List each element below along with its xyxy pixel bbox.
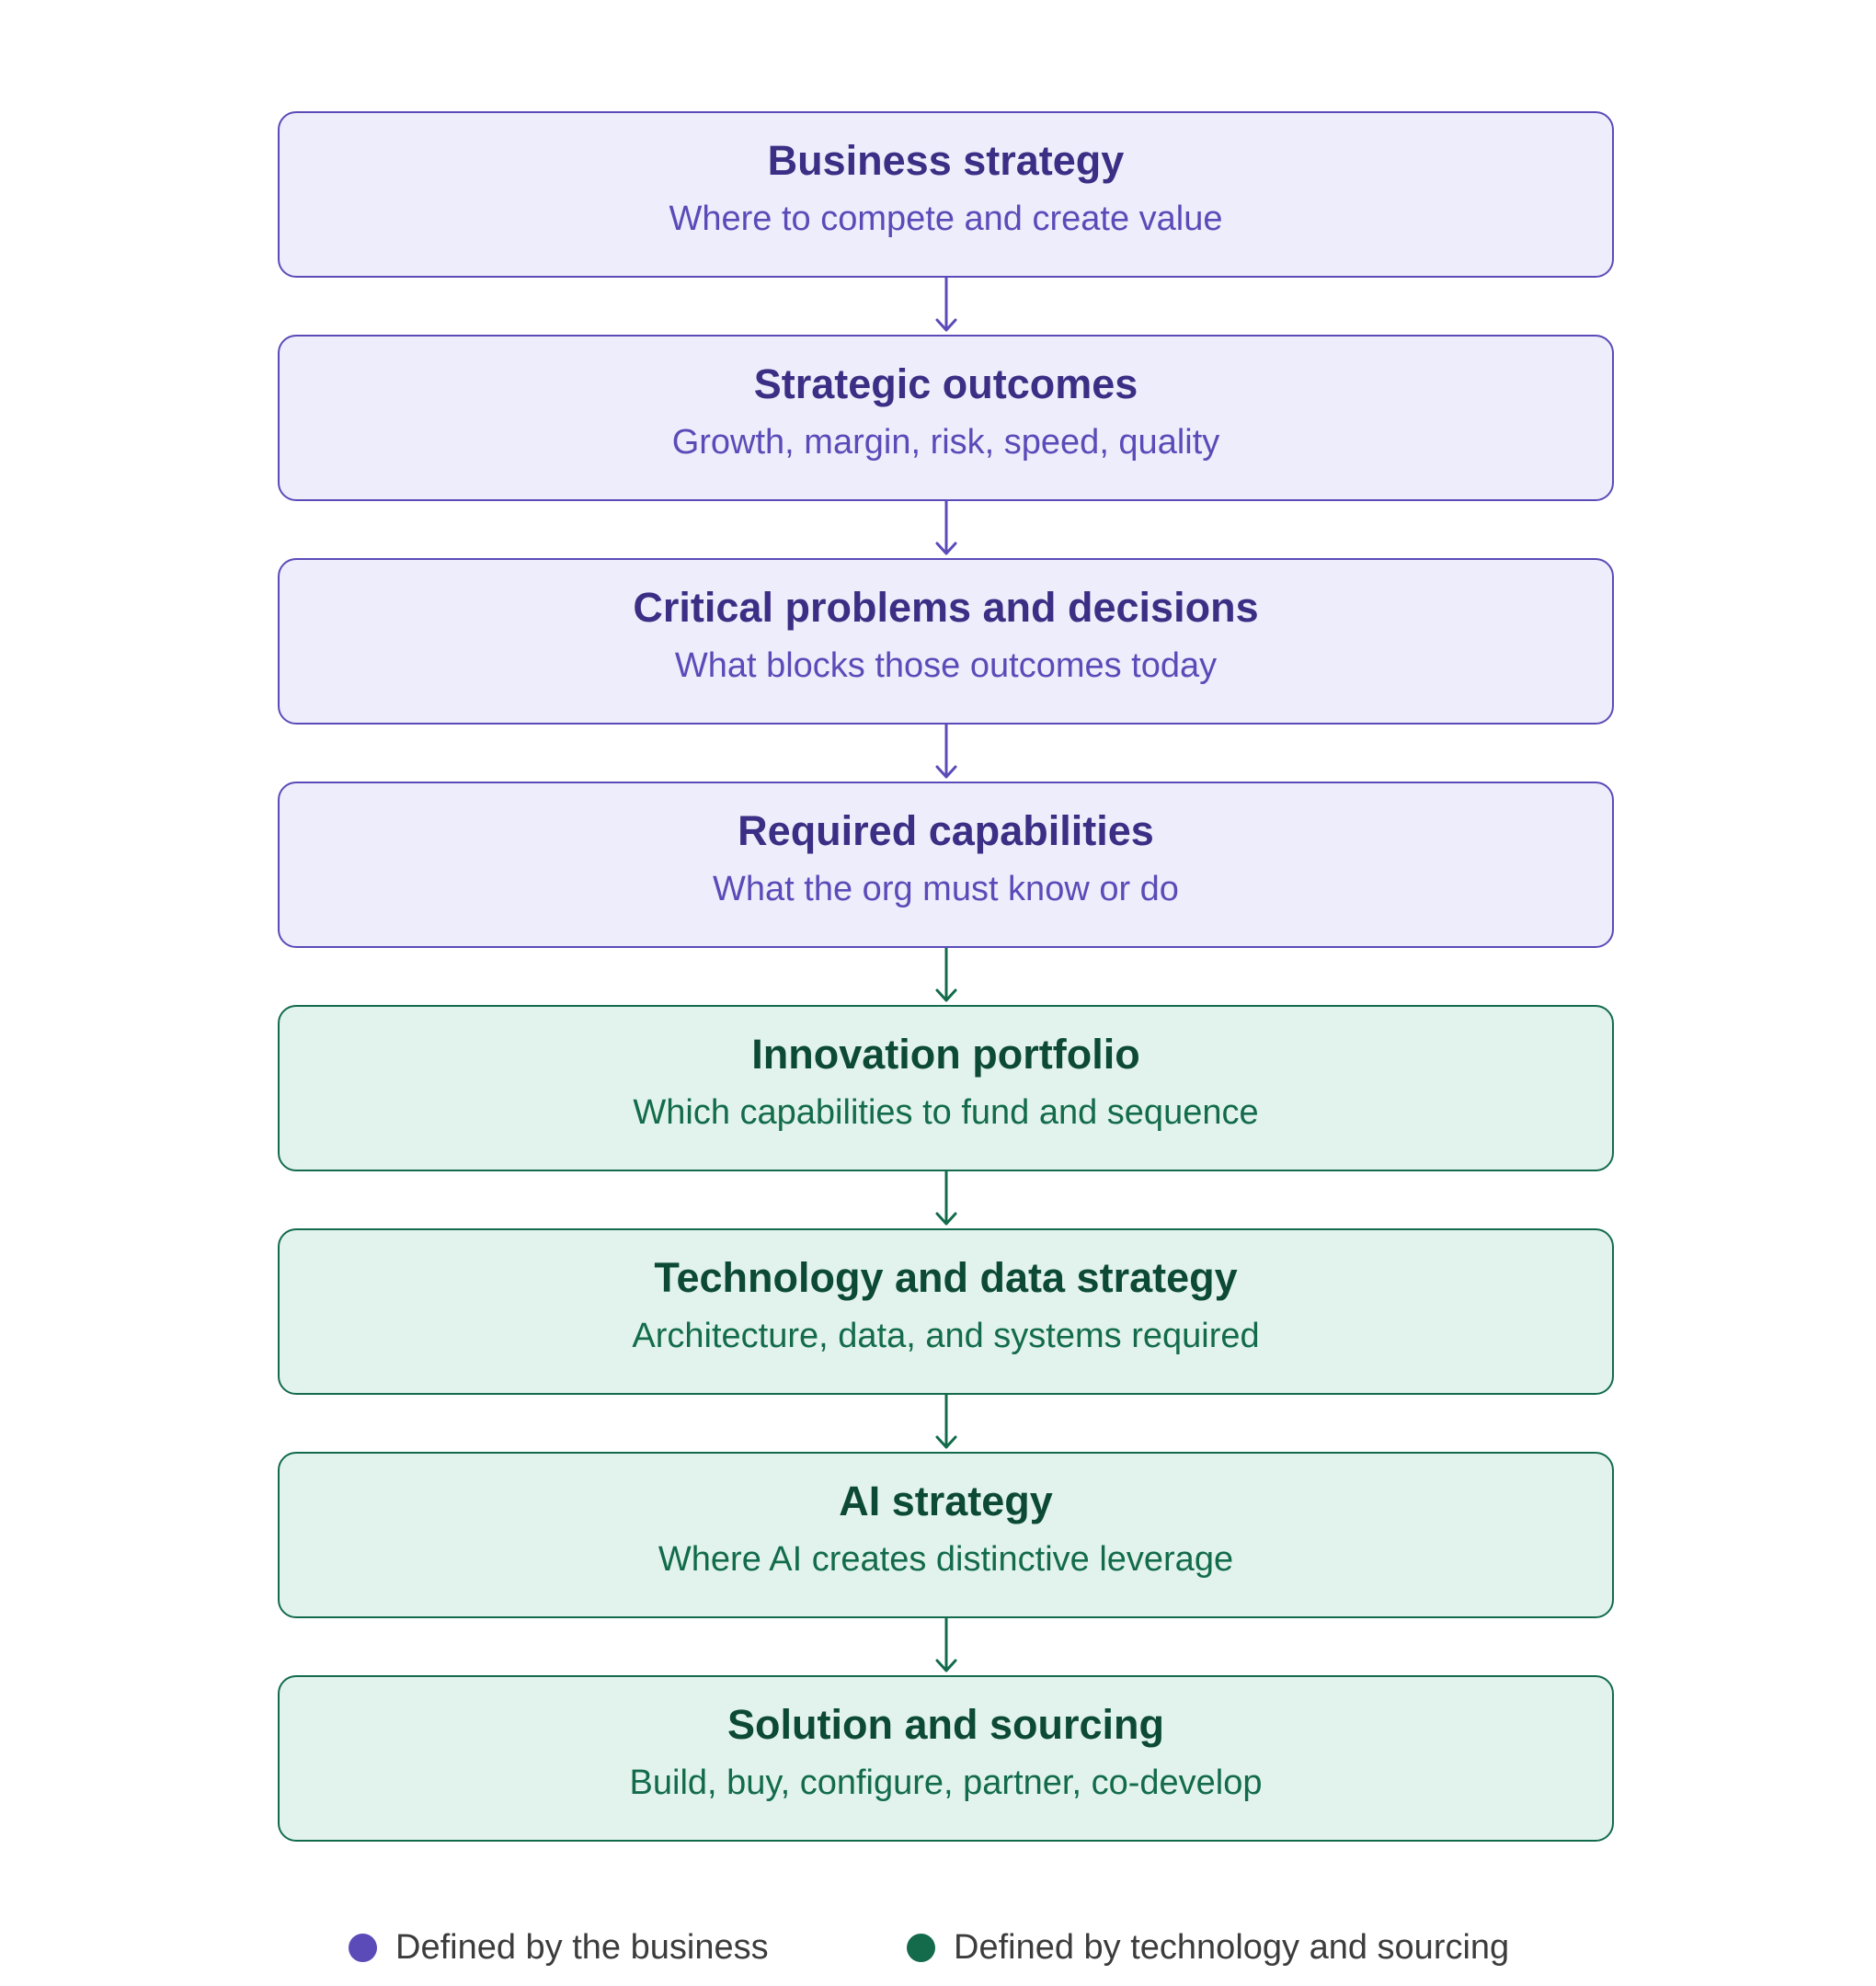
step-subtitle: What the org must know or do [713,870,1179,908]
step-subtitle: Where to compete and create value [669,200,1223,238]
step-title: Business strategy [767,137,1125,184]
arrow-down-icon [923,725,969,782]
step-title: Required capabilities [738,807,1154,854]
step-subtitle: Architecture, data, and systems required [632,1317,1260,1355]
legend-item-technology: Defined by technology and sourcing [907,1920,1509,1975]
step-innovation-portfolio: Innovation portfolio Which capabilities … [278,1005,1614,1171]
step-title: Strategic outcomes [753,360,1138,407]
step-subtitle: Which capabilities to fund and sequence [633,1093,1259,1132]
legend-dot-icon [907,1933,935,1962]
arrow-down-icon [923,1395,969,1452]
step-title: Critical problems and decisions [633,584,1259,631]
step-strategic-outcomes: Strategic outcomes Growth, margin, risk,… [278,335,1614,501]
step-title: Technology and data strategy [654,1254,1238,1301]
step-subtitle: Growth, margin, risk, speed, quality [671,423,1220,462]
arrow-down-icon [923,278,969,335]
arrow-down-icon [923,1171,969,1228]
legend-label: Defined by the business [395,1927,769,1967]
step-title: Innovation portfolio [751,1031,1140,1078]
arrow-down-icon [923,948,969,1005]
step-subtitle: Build, buy, configure, partner, co-devel… [629,1763,1263,1802]
arrow-down-icon [923,1618,969,1675]
step-technology-data-strategy: Technology and data strategy Architectur… [278,1228,1614,1395]
step-subtitle: Where AI creates distinctive leverage [658,1540,1234,1579]
step-solution-sourcing: Solution and sourcing Build, buy, config… [278,1675,1614,1842]
step-title: Solution and sourcing [727,1701,1164,1748]
step-business-strategy: Business strategy Where to compete and c… [278,111,1614,278]
step-critical-problems: Critical problems and decisions What blo… [278,558,1614,725]
arrow-down-icon [923,501,969,558]
legend-item-business: Defined by the business [349,1920,769,1975]
step-subtitle: What blocks those outcomes today [674,646,1218,685]
step-required-capabilities: Required capabilities What the org must … [278,782,1614,948]
legend-label: Defined by technology and sourcing [954,1927,1510,1967]
legend-dot-icon [349,1933,377,1962]
step-ai-strategy: AI strategy Where AI creates distinctive… [278,1452,1614,1618]
step-title: AI strategy [839,1478,1053,1524]
